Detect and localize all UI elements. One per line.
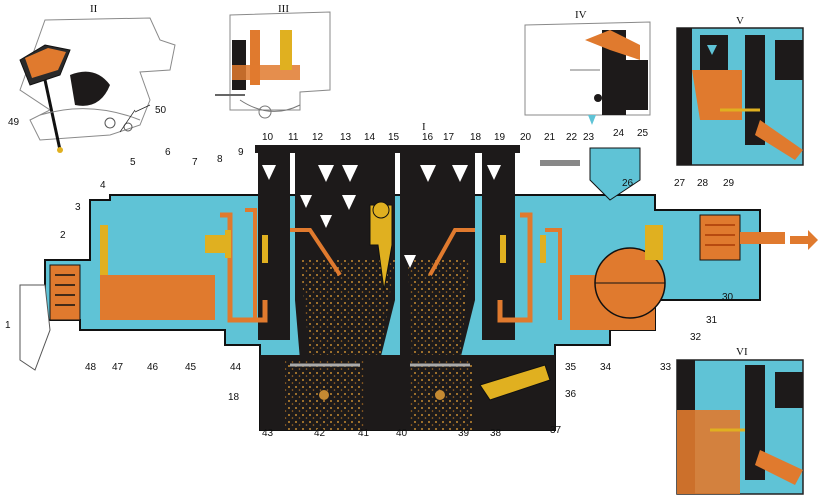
callout-16: 16 bbox=[422, 132, 434, 143]
callout-2: 2 bbox=[60, 230, 66, 241]
roman-label-iii: III bbox=[278, 3, 289, 15]
callout-11: 11 bbox=[288, 132, 299, 143]
airflow-arrows bbox=[262, 165, 501, 268]
callout-35: 35 bbox=[565, 362, 577, 373]
callout-labels: 1 2 3 4 5 6 7 8 9 10 11 12 13 14 15 16 1… bbox=[5, 105, 735, 439]
callout-39: 39 bbox=[458, 428, 470, 439]
down-arrow-icon bbox=[420, 165, 436, 182]
inset-2 bbox=[19, 17, 176, 153]
callout-18-lower: 18 bbox=[228, 392, 240, 403]
callout-27: 27 bbox=[674, 178, 686, 189]
callout-38: 38 bbox=[490, 428, 502, 439]
callout-24: 24 bbox=[613, 128, 625, 139]
callout-41: 41 bbox=[358, 428, 370, 439]
down-arrow-icon bbox=[342, 165, 358, 182]
callout-15: 15 bbox=[388, 132, 400, 143]
callout-34: 34 bbox=[600, 362, 612, 373]
callout-47: 47 bbox=[112, 362, 124, 373]
down-arrow-icon bbox=[320, 215, 332, 228]
callout-8: 8 bbox=[217, 154, 223, 165]
callout-20: 20 bbox=[520, 132, 532, 143]
roman-label-i: I bbox=[422, 121, 426, 133]
callout-33: 33 bbox=[660, 362, 672, 373]
roman-label-iv: IV bbox=[575, 9, 587, 21]
callout-6: 6 bbox=[165, 147, 171, 158]
callout-29: 29 bbox=[723, 178, 735, 189]
down-arrow-icon bbox=[342, 195, 356, 210]
inset-4 bbox=[524, 21, 651, 125]
callout-14: 14 bbox=[364, 132, 376, 143]
callout-31: 31 bbox=[706, 315, 718, 326]
roman-label-ii: II bbox=[90, 3, 98, 15]
callout-17: 17 bbox=[443, 132, 455, 143]
down-arrow-icon bbox=[404, 255, 416, 268]
inset-5 bbox=[676, 27, 804, 166]
callout-48: 48 bbox=[85, 362, 97, 373]
callout-22: 22 bbox=[566, 132, 578, 143]
callout-50: 50 bbox=[155, 105, 167, 116]
callout-43: 43 bbox=[262, 428, 274, 439]
callout-4: 4 bbox=[100, 180, 106, 191]
callout-42: 42 bbox=[314, 428, 326, 439]
callout-36: 36 bbox=[565, 389, 577, 400]
main-carburetor bbox=[19, 145, 785, 431]
callout-44: 44 bbox=[230, 362, 242, 373]
inset-3 bbox=[215, 11, 331, 119]
inset-6 bbox=[676, 359, 804, 495]
down-arrow-icon bbox=[300, 195, 312, 208]
callout-23: 23 bbox=[583, 132, 595, 143]
callout-49: 49 bbox=[8, 117, 20, 128]
callout-19: 19 bbox=[494, 132, 506, 143]
callout-18: 18 bbox=[470, 132, 482, 143]
callout-7: 7 bbox=[192, 157, 198, 168]
down-arrow-icon bbox=[487, 165, 501, 180]
callout-5: 5 bbox=[130, 157, 136, 168]
callout-37: 37 bbox=[550, 425, 562, 436]
callout-30: 30 bbox=[722, 292, 734, 303]
callout-26: 26 bbox=[622, 178, 634, 189]
roman-label-vi: VI bbox=[736, 346, 748, 358]
callout-25: 25 bbox=[637, 128, 649, 139]
callout-10: 10 bbox=[262, 132, 274, 143]
callout-21: 21 bbox=[544, 132, 556, 143]
callout-32: 32 bbox=[690, 332, 702, 343]
down-arrow-icon bbox=[262, 165, 276, 180]
callout-3: 3 bbox=[75, 202, 81, 213]
callout-45: 45 bbox=[185, 362, 197, 373]
right-arrow-icon bbox=[790, 230, 818, 250]
callout-12: 12 bbox=[312, 132, 324, 143]
callout-9: 9 bbox=[238, 147, 244, 158]
callout-1: 1 bbox=[5, 320, 11, 331]
callout-28: 28 bbox=[697, 178, 709, 189]
leader-lines bbox=[119, 104, 151, 133]
down-arrow-icon bbox=[452, 165, 468, 182]
roman-label-v: V bbox=[736, 15, 744, 27]
callout-40: 40 bbox=[396, 428, 408, 439]
down-arrow-icon bbox=[318, 165, 334, 182]
callout-13: 13 bbox=[340, 132, 352, 143]
callout-46: 46 bbox=[147, 362, 159, 373]
